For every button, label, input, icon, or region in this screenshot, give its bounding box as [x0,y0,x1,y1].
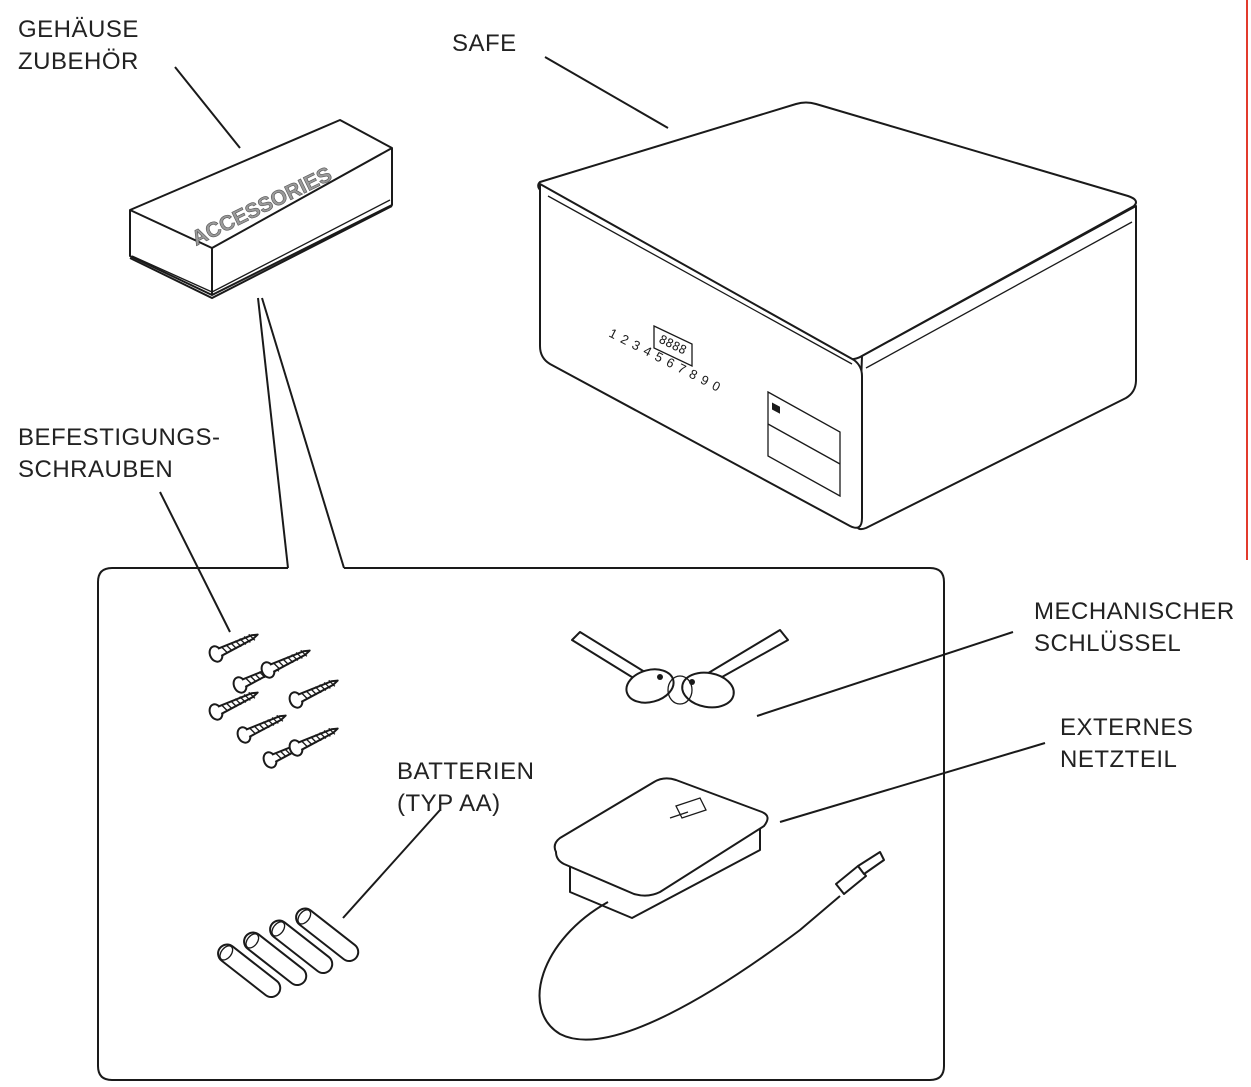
label-schluessel-line1: MECHANISCHER [1034,598,1235,625]
label-befestigung-line1: BEFESTIGUNGS- [18,424,221,451]
screw [236,714,287,744]
leader-schluessel [756,631,1014,717]
leader-gehaeuse [174,66,241,149]
leader-safe [544,56,669,129]
screw [260,649,311,679]
batteries [217,907,360,999]
screw [288,679,339,709]
label-batterien-line1: BATTERIEN [397,758,535,785]
label-gehaeuse-line2: ZUBEHÖR [18,48,139,75]
keys [571,629,789,709]
label-schluessel-line2: SCHLÜSSEL [1034,630,1182,657]
battery [269,919,334,975]
power-adapter [538,777,885,1041]
screws [208,633,339,769]
callout-pointer-left [257,297,289,569]
label-externes-netzteil: EXTERNES NETZTEIL [1060,712,1193,776]
screw [208,633,259,663]
callout-frame [97,567,945,1081]
label-netzteil-line2: NETZTEIL [1060,746,1178,773]
safe [537,101,1137,531]
battery [295,907,360,963]
label-gehaeuse-zubehoer: GEHÄUSE ZUBEHÖR [18,14,139,78]
label-mechanischer-schluessel: MECHANISCHER SCHLÜSSEL [1034,596,1235,660]
leader-netzteil [779,742,1046,823]
label-safe: SAFE [452,30,517,57]
leader-batterien [342,809,441,919]
battery [217,943,282,999]
screw [288,727,339,757]
label-gehaeuse-line1: GEHÄUSE [18,16,139,43]
leader-befestigung [159,491,231,633]
accessories-box: ACCESSORIES [129,119,393,300]
label-befestigungsschrauben: BEFESTIGUNGS- SCHRAUBEN [18,422,221,486]
label-batterien-line2: (TYP AA) [397,790,501,817]
label-befestigung-line2: SCHRAUBEN [18,456,174,483]
battery [243,931,308,987]
label-batterien: BATTERIEN (TYP AA) [397,756,534,820]
label-netzteil-line1: EXTERNES [1060,714,1194,741]
screw [208,691,259,721]
callout-pointer-right [261,297,345,569]
